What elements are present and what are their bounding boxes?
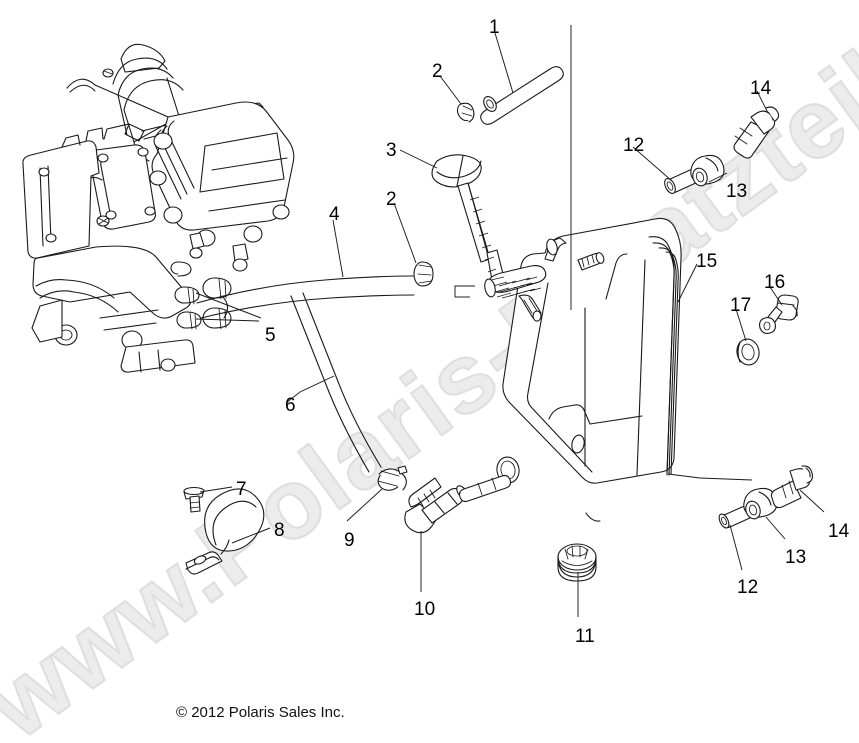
callout-13-upper: 13 [726,181,748,202]
callout-11: 11 [575,626,595,647]
callout-12-lower: 12 [737,577,759,598]
callout-8: 8 [274,520,285,541]
callout-14-upper: 14 [750,78,772,99]
callout-2-feed: 2 [386,189,397,210]
callout-7: 7 [236,479,247,500]
callout-3: 3 [386,140,397,161]
part-6-oil-return-hose [290,292,382,473]
part-8-cushion-clamp [185,488,265,575]
callout-4: 4 [329,204,340,225]
part-5-fitting-leaders [195,292,262,322]
part-2-hose-clamp-feed [413,261,434,287]
part-11-tank-grommet-cap [557,543,597,582]
reference-lines [454,25,572,310]
part-13-isolator-bushing-lower [743,487,778,520]
callout-6: 6 [285,395,296,416]
callout-2-upper: 2 [432,61,443,82]
callout-13-lower: 13 [785,547,807,568]
part-14-flange-bolt-lower [770,465,813,509]
part-1-vent-hose [480,66,564,125]
callout-14-lower: 14 [828,521,850,542]
part-13-isolator-bushing-upper [690,154,725,187]
part-4-oil-feed-hose [196,275,415,319]
callout-16: 16 [764,272,786,293]
part-7-clamp-screw [183,486,205,513]
engine-assembly [22,43,295,373]
callout-17: 17 [730,295,752,316]
callout-10: 10 [414,599,436,620]
callout-15: 15 [696,251,718,272]
callout-9: 9 [344,530,355,551]
part-9-hose-clamp-lower [377,465,408,491]
leader-lines [199,32,825,617]
part-15-oil-tank [458,217,682,522]
callout-1: 1 [489,17,500,38]
part-14-flange-bolt-upper [733,106,780,159]
callout-5: 5 [265,325,276,346]
callout-12-upper: 12 [623,135,645,156]
copyright-notice: © 2012 Polaris Sales Inc. [176,704,345,721]
